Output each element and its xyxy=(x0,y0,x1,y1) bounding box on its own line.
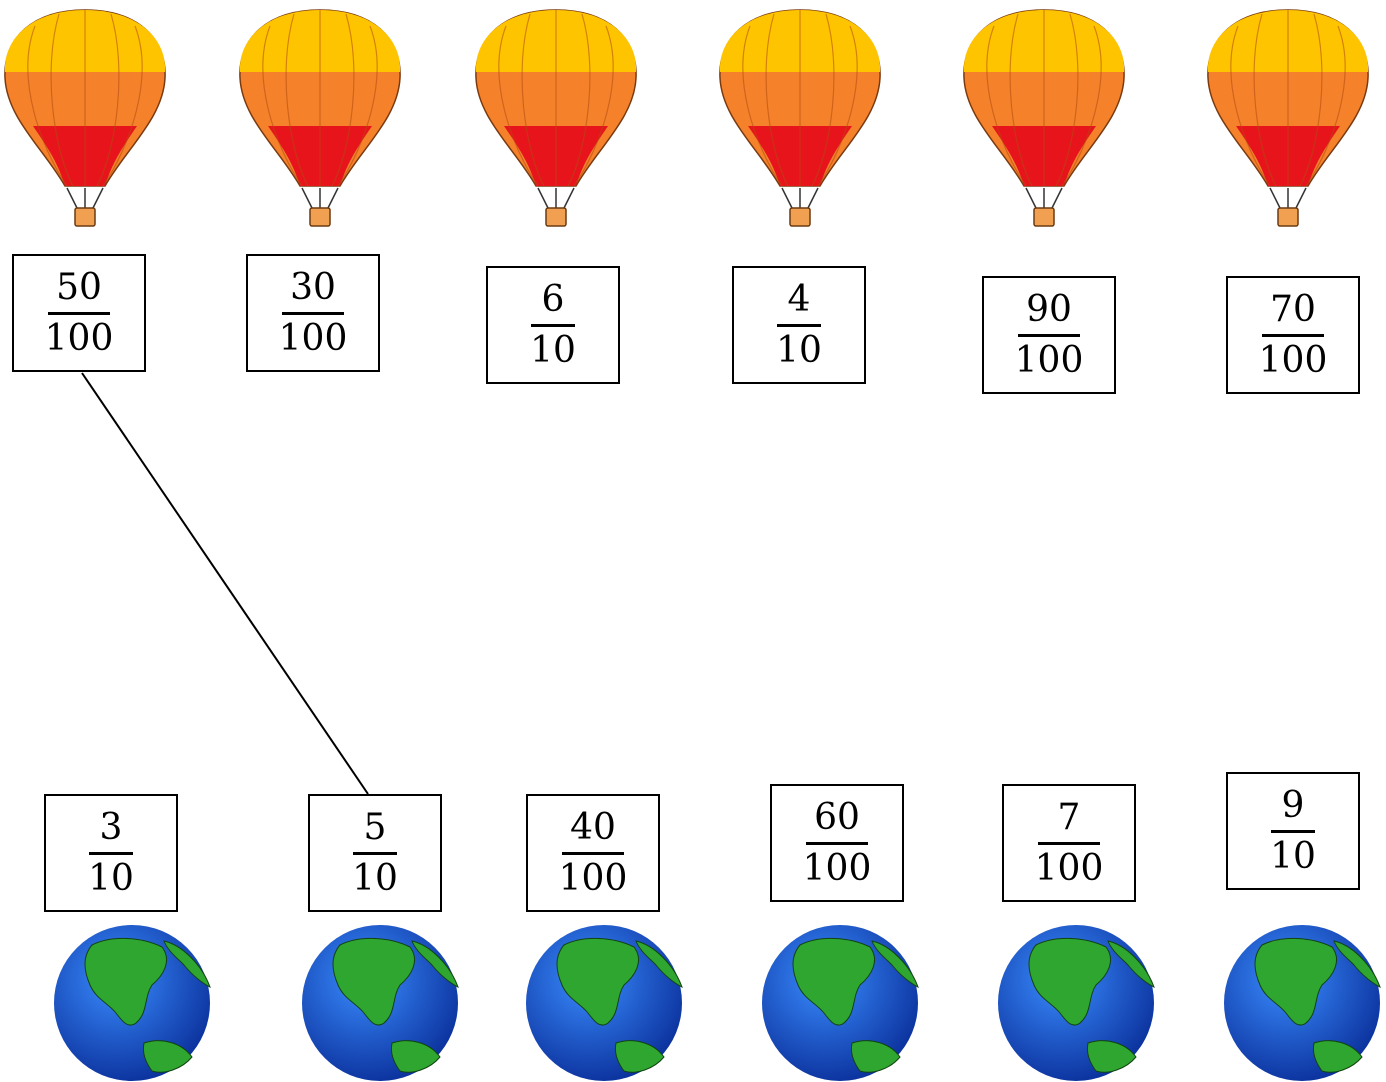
fraction-numerator: 7 xyxy=(1057,796,1081,838)
balloon-fraction-box[interactable]: 4 10 xyxy=(732,266,866,384)
balloon-fraction-box[interactable]: 90 100 xyxy=(982,276,1116,394)
earth-globe-icon xyxy=(300,925,460,1082)
fraction-denominator: 100 xyxy=(1258,339,1328,381)
fraction-denominator: 10 xyxy=(88,857,134,899)
fraction-bar xyxy=(48,311,110,315)
fraction-numerator: 30 xyxy=(290,266,336,308)
fraction-denominator: 10 xyxy=(530,329,576,371)
globe-fraction-box[interactable]: 60 100 xyxy=(770,784,904,902)
balloon-fraction-box[interactable]: 30 100 xyxy=(246,254,380,372)
globe-fraction-box[interactable]: 9 10 xyxy=(1226,772,1360,890)
fraction-numerator: 9 xyxy=(1281,784,1305,826)
fraction-denominator: 100 xyxy=(278,317,348,359)
balloon-fraction-box[interactable]: 70 100 xyxy=(1226,276,1360,394)
fraction-denominator: 100 xyxy=(1034,847,1104,889)
fraction-bar xyxy=(282,311,344,315)
fraction-numerator: 3 xyxy=(99,806,123,848)
fraction-denominator: 10 xyxy=(1270,835,1316,877)
fraction-numerator: 90 xyxy=(1026,288,1072,330)
earth-globe-icon xyxy=(524,925,684,1082)
fraction-denominator: 100 xyxy=(44,317,114,359)
balloon-fraction-box[interactable]: 50 100 xyxy=(12,254,146,372)
fraction-bar xyxy=(1018,333,1080,337)
fraction-denominator: 100 xyxy=(558,857,628,899)
fraction-bar xyxy=(1271,829,1315,833)
fraction-numerator: 60 xyxy=(814,796,860,838)
fraction-numerator: 50 xyxy=(56,266,102,308)
fraction-bar xyxy=(89,851,133,855)
earth-globe-icon xyxy=(52,925,212,1082)
globe-fraction-box[interactable]: 7 100 xyxy=(1002,784,1136,902)
fraction-denominator: 100 xyxy=(802,847,872,889)
globe-fraction-box[interactable]: 40 100 xyxy=(526,794,660,912)
fraction-denominator: 10 xyxy=(352,857,398,899)
fraction-denominator: 10 xyxy=(776,329,822,371)
fraction-numerator: 40 xyxy=(570,806,616,848)
fraction-denominator: 100 xyxy=(1014,339,1084,381)
fraction-numerator: 70 xyxy=(1270,288,1316,330)
fraction-bar xyxy=(806,841,868,845)
earth-globe-icon xyxy=(1222,925,1382,1082)
fraction-numerator: 4 xyxy=(787,278,811,320)
fraction-numerator: 6 xyxy=(541,278,565,320)
fraction-bar xyxy=(531,323,575,327)
earth-globe-icon xyxy=(760,925,920,1082)
balloon-fraction-box[interactable]: 6 10 xyxy=(486,266,620,384)
fraction-bar xyxy=(1262,333,1324,337)
fraction-bar xyxy=(353,851,397,855)
fraction-bar xyxy=(1038,841,1100,845)
earth-globe-icon xyxy=(996,925,1156,1082)
fraction-numerator: 5 xyxy=(363,806,387,848)
fraction-bar xyxy=(562,851,624,855)
globe-fraction-box[interactable]: 5 10 xyxy=(308,794,442,912)
globe-fraction-box[interactable]: 3 10 xyxy=(44,794,178,912)
fraction-bar xyxy=(777,323,821,327)
